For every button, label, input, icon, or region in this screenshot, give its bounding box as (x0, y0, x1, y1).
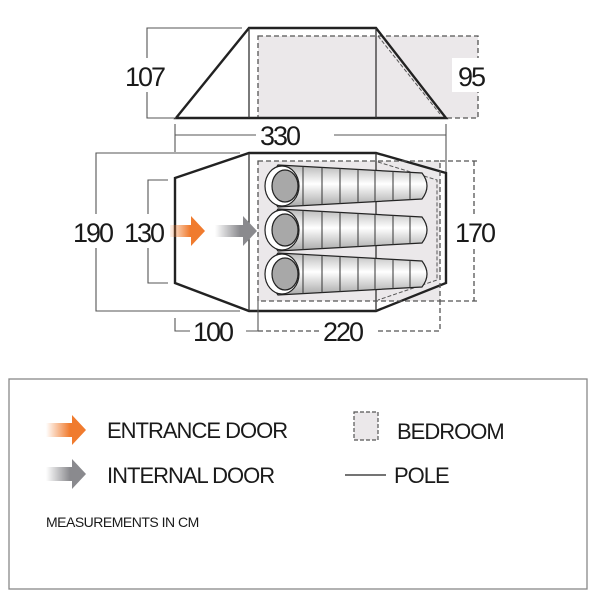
top-view: 190 130 170 100 220 (70, 151, 502, 347)
legend-bedroom: BEDROOM (397, 419, 504, 444)
sleeping-bag (264, 252, 428, 296)
length-bedroom-label: 220 (323, 317, 363, 347)
side-view: 107 95 330 (120, 26, 502, 172)
length-total-label: 330 (260, 121, 300, 151)
sleeping-bag (264, 208, 428, 252)
legend-box (8, 378, 588, 590)
legend-internal-door: INTERNAL DOOR (107, 463, 274, 488)
legend-pole: POLE (394, 463, 449, 488)
legend: ENTRANCE DOOR INTERNAL DOOR BEDROOM POLE… (8, 378, 588, 590)
internal-door-arrow-icon (215, 216, 257, 246)
height-bedroom-label: 95 (458, 62, 485, 92)
height-total-label: 107 (125, 62, 165, 92)
bedroom-outline-top (257, 160, 441, 302)
entrance-door-arrow-icon (168, 216, 205, 246)
sleeping-bag (264, 164, 428, 208)
width-entrance-label: 130 (124, 218, 164, 248)
entrance-door-legend-icon (46, 415, 86, 445)
width-bedroom-label: 170 (455, 218, 495, 248)
width-total-label: 190 (73, 218, 113, 248)
bedroom-fill-side (258, 36, 478, 118)
legend-entrance-door: ENTRANCE DOOR (107, 418, 287, 443)
length-porch-label: 100 (193, 317, 233, 347)
measurements-note: MEASUREMENTS IN CM (46, 514, 199, 530)
bedroom-legend-icon (353, 411, 379, 441)
internal-door-legend-icon (46, 459, 86, 489)
tent-outline-top (173, 151, 448, 313)
